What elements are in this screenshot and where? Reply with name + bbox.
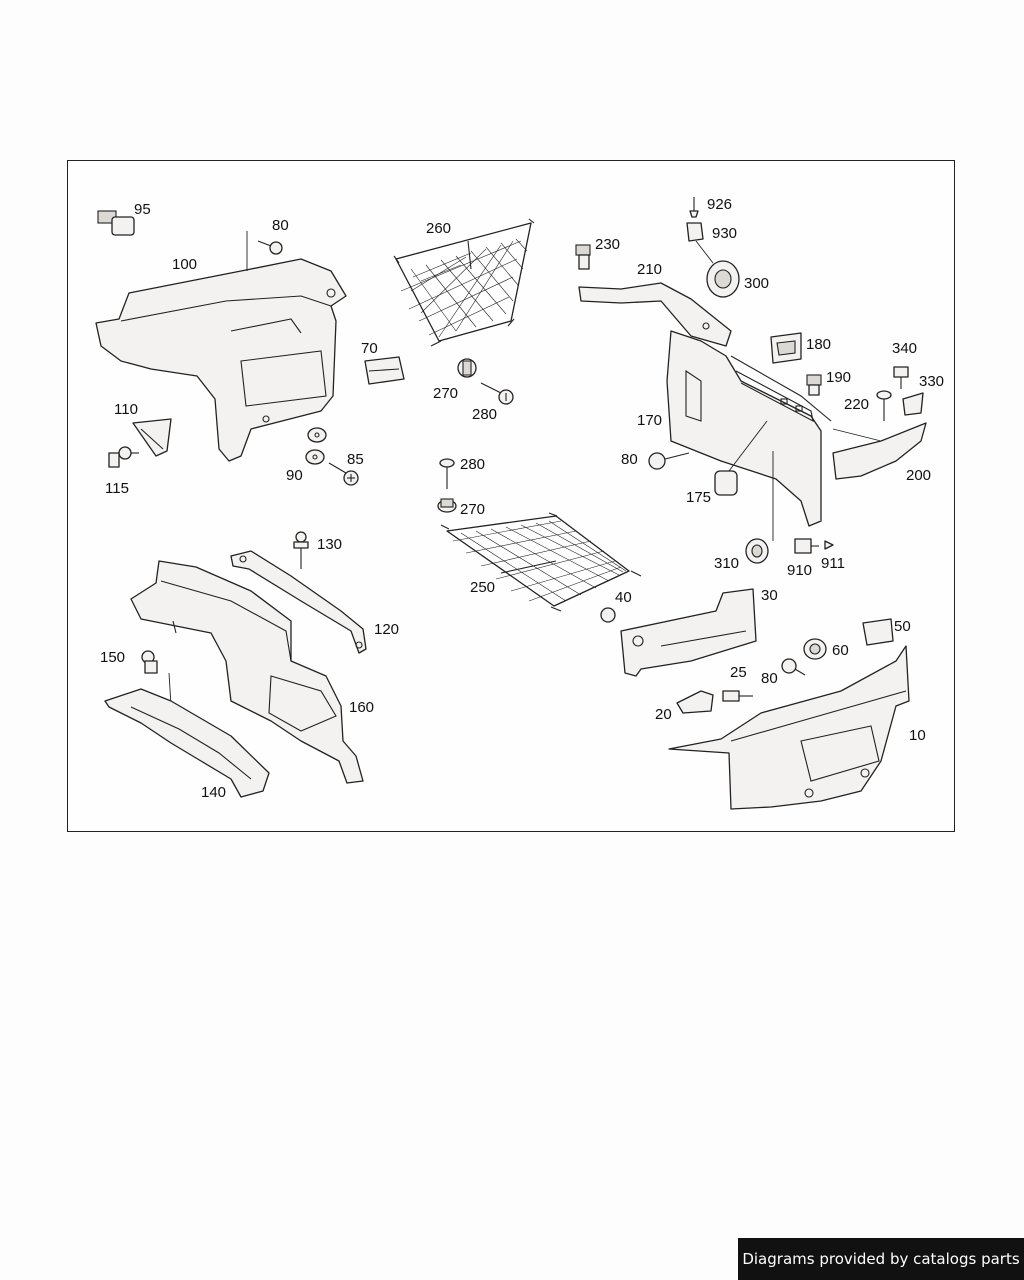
callout-40: 40: [615, 589, 632, 606]
part-210-bracket: [578, 282, 732, 347]
callout-230: 230: [595, 236, 620, 253]
callout-340: 340: [892, 340, 917, 357]
part-80-screw-top: [257, 240, 283, 255]
callout-20: 20: [655, 706, 672, 723]
callout-95: 95: [134, 201, 151, 218]
callout-30: 30: [761, 587, 778, 604]
part-95-switch: [97, 210, 135, 236]
callout-300: 300: [744, 275, 769, 292]
part-200-trim: [832, 422, 927, 480]
part-70-clip: [364, 356, 405, 385]
part-930-connector: [686, 222, 714, 264]
callout-250: 250: [470, 579, 495, 596]
part-300-speaker: [706, 260, 740, 298]
callout-270-upper: 270: [433, 385, 458, 402]
callout-90: 90: [286, 467, 303, 484]
callout-260: 260: [426, 220, 451, 237]
part-10-floor-panel: [668, 645, 910, 810]
callout-911: 911: [821, 555, 845, 572]
part-911-pin: [824, 540, 834, 550]
part-230-clip: [575, 244, 591, 270]
part-310-grommet: [745, 451, 774, 564]
part-40-clip: [600, 607, 616, 623]
part-115-clip: [108, 446, 139, 468]
callout-110: 110: [114, 401, 138, 418]
part-260-upper-net: [393, 218, 535, 347]
part-170-frame: [666, 330, 832, 527]
callout-130: 130: [317, 536, 342, 553]
callout-140: 140: [201, 784, 226, 801]
part-25-bolt: [722, 690, 753, 702]
callout-150: 150: [100, 649, 125, 666]
part-90-washers: [305, 427, 327, 465]
callout-280-upper: 280: [472, 406, 497, 423]
callout-100: 100: [172, 256, 197, 273]
callout-210: 210: [637, 261, 662, 278]
part-80-screw-low: [781, 658, 806, 676]
part-330-bracket: [902, 392, 924, 416]
parts-diagram-frame: 95 80 100 260 230 926 930 210 300 70 270…: [67, 160, 955, 832]
part-175-cap: [714, 420, 768, 496]
callout-50: 50: [894, 618, 911, 635]
part-30-panel: [620, 588, 757, 677]
part-85-screw: [328, 462, 359, 486]
part-20-clip: [676, 690, 714, 714]
part-340-bolt: [893, 366, 909, 389]
part-270-clip-upper: [457, 358, 477, 378]
callout-330: 330: [919, 373, 944, 390]
callout-60: 60: [832, 642, 849, 659]
part-140-sill-strip: [104, 688, 270, 798]
exploded-parts-diagram: 95 80 100 260 230 926 930 210 300 70 270…: [95, 196, 944, 810]
part-190-clip: [806, 374, 822, 396]
callout-200: 200: [906, 467, 931, 484]
callout-310: 310: [714, 555, 739, 572]
callout-160: 160: [349, 699, 374, 716]
part-80-screw-mid: [648, 452, 690, 470]
callout-280-middle: 280: [460, 456, 485, 473]
callout-120: 120: [374, 621, 399, 638]
part-280-screw-upper: [480, 382, 514, 405]
callout-930: 930: [712, 225, 737, 242]
part-220-screw: [876, 390, 892, 421]
part-110-cover: [132, 418, 172, 457]
part-270-clip-middle: [437, 498, 457, 513]
callout-175: 175: [686, 489, 711, 506]
part-910-connector: [794, 538, 819, 554]
callout-180: 180: [806, 336, 831, 353]
callout-115: 115: [105, 480, 129, 497]
callout-25: 25: [730, 664, 747, 681]
callout-220: 220: [844, 396, 869, 413]
part-130-screw: [293, 531, 309, 569]
callout-85: 85: [347, 451, 364, 468]
callout-926: 926: [707, 196, 732, 213]
part-120-rail: [230, 550, 367, 654]
part-926-pin: [689, 197, 699, 218]
part-250-floor-net: [440, 512, 642, 612]
part-280-screw-middle: [439, 458, 455, 489]
callout-10: 10: [909, 727, 926, 744]
part-180-box: [770, 332, 802, 364]
part-60-grommet: [803, 638, 827, 660]
callout-80-top: 80: [272, 217, 289, 234]
callout-80-low: 80: [761, 670, 778, 687]
part-50-bracket: [862, 618, 894, 646]
callout-190: 190: [826, 369, 851, 386]
callout-80-mid: 80: [621, 451, 638, 468]
part-100-side-panel: [95, 231, 347, 462]
callout-170: 170: [637, 412, 662, 429]
part-160-lower-panel: [130, 560, 364, 784]
callout-70: 70: [361, 340, 378, 357]
part-150-clip: [141, 650, 172, 707]
credit-banner: Diagrams provided by catalogs parts: [738, 1238, 1024, 1280]
callout-270-middle: 270: [460, 501, 485, 518]
callout-910: 910: [787, 562, 812, 579]
